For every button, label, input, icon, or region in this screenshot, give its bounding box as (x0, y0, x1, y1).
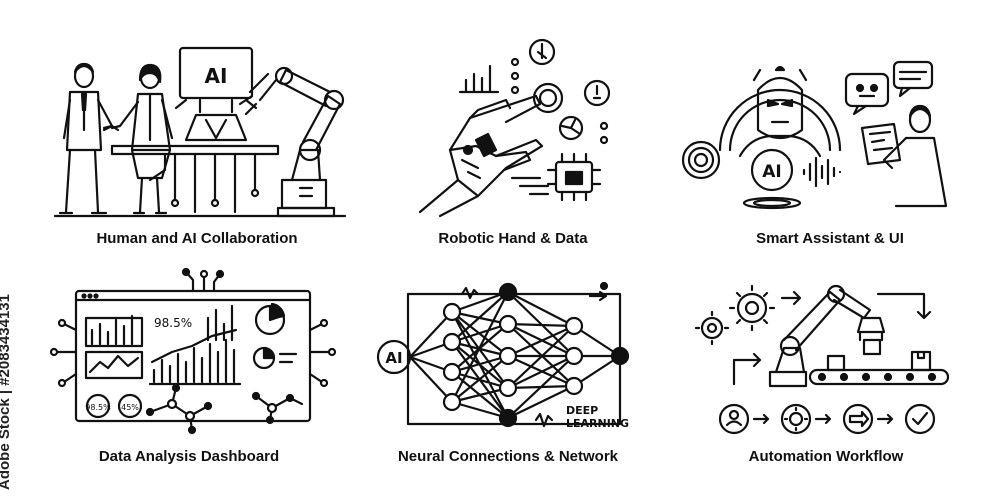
arrow-right-icon (752, 413, 770, 425)
ai-badge-label: AI (762, 162, 781, 182)
workflow-chain (718, 403, 936, 435)
businessman-icon (58, 62, 114, 215)
signal-circles-icon (681, 140, 721, 180)
chatbot-icon (844, 72, 890, 116)
pie-chart-icon (558, 115, 584, 141)
circuit-table-icon (110, 144, 280, 214)
network-icon (145, 383, 304, 435)
line-chart-icon (84, 350, 144, 380)
dashboard-illustration: 98.5% 98.5% 45% (49, 267, 337, 435)
robotic-hand-icon (418, 94, 544, 218)
robot-arm-icon (768, 284, 886, 388)
soundwave-icon (802, 156, 842, 188)
gear-icon (728, 284, 776, 332)
caption-dashboard: Data Analysis Dashboard (98, 448, 280, 465)
gauge-right-label: 45% (121, 403, 139, 412)
caption-automation: Automation Workflow (748, 448, 904, 465)
lightbulb-icon (583, 79, 611, 107)
caption-human-ai: Human and AI Collaboration (96, 230, 298, 247)
neural-network-illustration: AI DEEP LEARNING (376, 281, 630, 430)
caption-robotic-hand: Robotic Hand & Data (438, 230, 588, 247)
pie-chart-icon (254, 302, 286, 336)
conveyor-icon (808, 350, 950, 386)
chat-bubble-icon (892, 60, 934, 98)
bar-chart-icon (458, 64, 500, 94)
smart-assistant-illustration: AI (681, 60, 948, 210)
chip-icon (546, 152, 602, 202)
robot-head-icon (738, 65, 822, 158)
hologram-icon (174, 46, 258, 142)
caption-smart-assistant: Smart Assistant & UI (756, 230, 904, 247)
robot-arm-icon (238, 66, 345, 218)
tablet-icon (860, 122, 902, 166)
stock-id-watermark: Adobe Stock | #2083434131 (0, 250, 24, 490)
touch-icon (528, 38, 556, 66)
learning-label: LEARNING (566, 417, 629, 430)
gear-step-icon (780, 403, 812, 435)
ai-screen-label: AI (205, 64, 228, 88)
deep-label: DEEP (566, 404, 598, 417)
process-icon (842, 403, 874, 435)
check-icon (904, 403, 936, 435)
percent-main-label: 98.5% (154, 316, 192, 330)
arrow-right-icon (814, 413, 832, 425)
arrow-right-icon (876, 413, 894, 425)
caption-neural: Neural Connections & Network (397, 448, 619, 465)
combo-chart-icon (148, 328, 242, 386)
gear-small-icon (694, 310, 730, 346)
automation-illustration (694, 284, 950, 435)
neural-network-icon (408, 282, 630, 428)
ai-node-label: AI (385, 349, 402, 367)
bar-chart-icon (84, 314, 144, 348)
stock-id-text: Adobe Stock | #2083434131 (0, 294, 13, 490)
user-icon (718, 403, 750, 435)
robotic-hand-illustration (418, 38, 611, 218)
person-tablet-icon (882, 104, 948, 208)
businesswoman-icon (110, 63, 174, 215)
gauge-left-label: 98.5% (85, 403, 111, 412)
pie-chart-small-icon (252, 346, 298, 370)
handshake-icon (102, 124, 120, 132)
human-ai-collaboration-illustration: AI (53, 46, 347, 218)
